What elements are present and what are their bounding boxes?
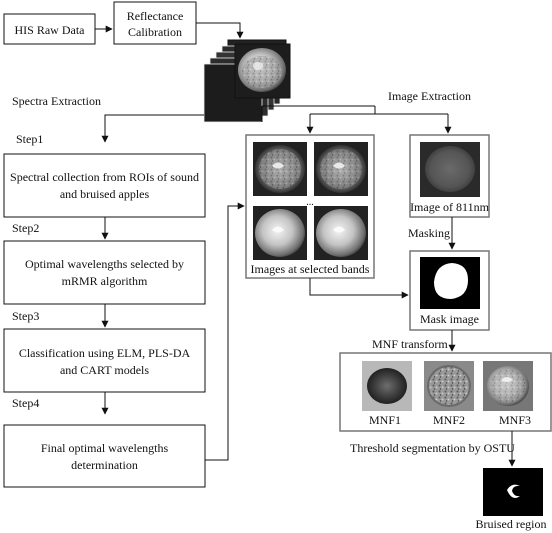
step3-box: Classification using ELM, PLS-DA and CAR… — [4, 329, 205, 392]
calibration-label-line2: Calibration — [128, 25, 182, 39]
mnf-transform-label: MNF transform — [372, 337, 448, 351]
masking-label: Masking — [408, 226, 450, 240]
image-811nm-panel: Image of 811nm — [410, 135, 490, 217]
step3-text-line2: and CART models — [60, 363, 149, 377]
hypercube-image-stack — [204, 40, 290, 122]
raw-data-box: HIS Raw Data — [4, 14, 95, 44]
mnf1-image — [362, 361, 412, 411]
band-image-1 — [253, 142, 307, 196]
step2-label: Step2 — [12, 221, 39, 235]
bands-ellipsis: ... — [306, 197, 314, 208]
band-image-3 — [253, 206, 307, 260]
calibration-box: Reflectance Calibration — [114, 2, 196, 44]
mask-image-panel: Mask image — [410, 251, 489, 330]
step2-text-line2: mRMR algorithm — [62, 274, 148, 288]
arrow-step4-to-selected-bands — [205, 206, 244, 460]
image-extraction-label: Image Extraction — [388, 89, 471, 103]
mnf1-label: MNF1 — [369, 413, 401, 427]
threshold-label: Threshold segmentation by OSTU — [350, 441, 515, 455]
mnf2-label: MNF2 — [433, 413, 465, 427]
raw-data-label: HIS Raw Data — [15, 23, 86, 37]
band-image-4 — [314, 206, 368, 260]
arrow-calibration-to-cube — [196, 23, 240, 38]
arrow-spectra-extraction — [105, 115, 204, 142]
step2-text-line1: Optimal wavelengths selected by — [25, 257, 184, 271]
mnf3-image — [483, 361, 533, 411]
step1-text-line1: Spectral collection from ROIs of sound — [10, 170, 199, 184]
step4-text-line2: determination — [71, 458, 138, 472]
step1-text-line2: and bruised apples — [60, 187, 150, 201]
step1-box: Spectral collection from ROIs of sound a… — [4, 154, 205, 217]
calibration-label-line1: Reflectance — [127, 9, 184, 23]
step3-text-line1: Classification using ELM, PLS-DA — [19, 346, 191, 360]
spectra-extraction-label: Spectra Extraction — [12, 94, 101, 108]
mnf2-image — [424, 361, 474, 411]
step4-box: Final optimal wavelengths determination — [4, 425, 205, 487]
selected-bands-panel: ... Images at selected bands — [246, 135, 374, 278]
band-image-2 — [314, 142, 368, 196]
mnf3-label: MNF3 — [499, 413, 531, 427]
step4-text-line1: Final optimal wavelengths — [41, 441, 169, 455]
selected-bands-caption: Images at selected bands — [251, 262, 370, 276]
step1-label: Step1 — [16, 132, 43, 146]
bruised-region-caption: Bruised region — [476, 517, 547, 531]
step4-label: Step4 — [12, 396, 39, 410]
mask-image-caption: Mask image — [420, 312, 479, 326]
image-811nm-caption: Image of 811nm — [410, 200, 490, 214]
step3-label: Step3 — [12, 309, 39, 323]
bruised-region-output: Bruised region — [476, 468, 547, 531]
step2-box: Optimal wavelengths selected by mRMR alg… — [4, 241, 205, 304]
arrow-bands-to-mask — [310, 278, 408, 295]
mnf-panel: MNF1 MNF2 MNF3 — [340, 353, 551, 431]
